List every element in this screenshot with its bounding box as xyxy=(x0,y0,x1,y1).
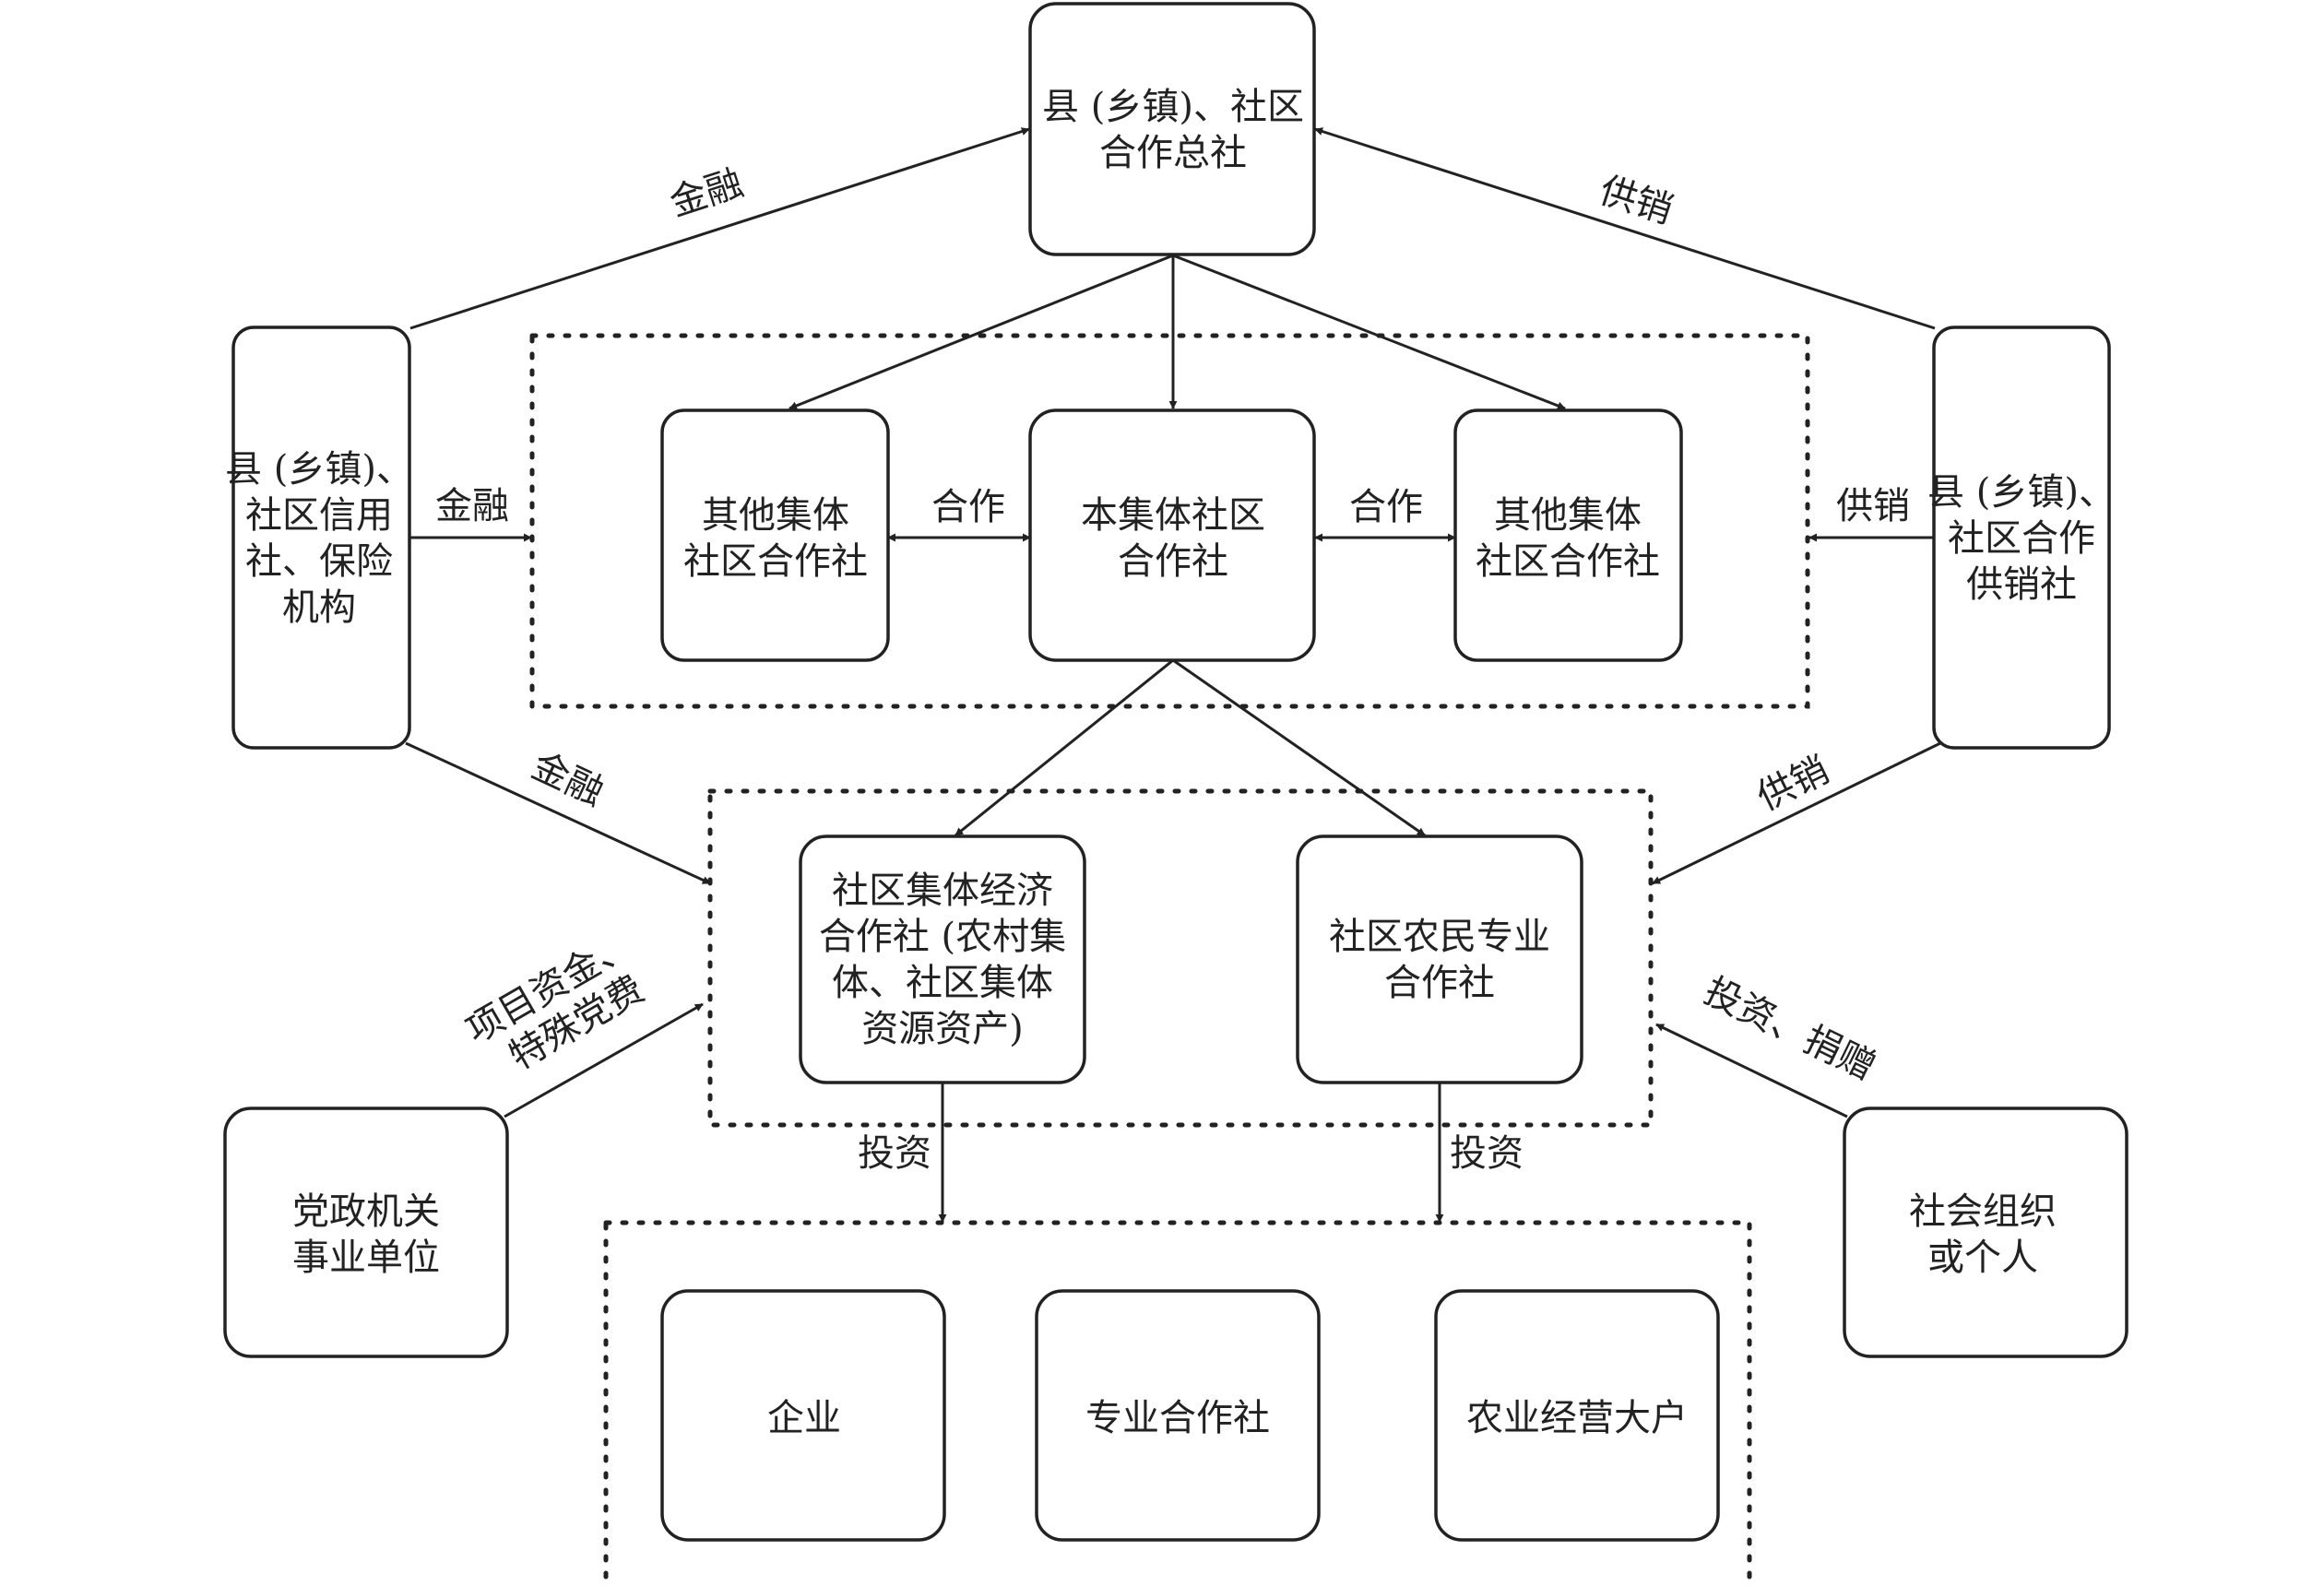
label-cooperation-left: 合作 xyxy=(931,486,1005,528)
node-credit-coop: 县 (乡镇)、社区信用社、保险机构 xyxy=(225,325,413,750)
edge-general-to-other-right xyxy=(1172,254,1566,410)
edge-party-to-middle-group xyxy=(504,1002,704,1118)
label-invest-left: 投资 xyxy=(858,1132,931,1175)
node-credit-coop-line-4: 机构 xyxy=(282,586,356,629)
node-other-coop-right-label: 其他集体社区合作社 xyxy=(1476,494,1660,583)
node-farmer-coop-line-1: 社区农民专业 xyxy=(1329,916,1550,958)
node-other-coop-right-line-2: 社区合作社 xyxy=(1476,540,1660,583)
node-supply-coop-label: 县 (乡镇)、社区合作供销社 xyxy=(1927,471,2116,606)
node-farmer-coop-label: 社区农民专业合作社 xyxy=(1329,916,1550,1004)
node-other-coop-left-line-1: 其他集体 xyxy=(702,494,849,537)
node-collective-econ-coop-line-4: 资源资产) xyxy=(861,1008,1024,1050)
node-general-coop-label: 县 (乡镇)、社区合作总社 xyxy=(1042,86,1304,174)
top-cooperative-group xyxy=(529,333,1810,709)
edge-general-to-other-left xyxy=(788,254,1174,410)
node-farmer-coop: 社区农民专业合作社 xyxy=(1296,834,1583,1084)
node-professional-coop-label: 专业合作社 xyxy=(1085,1397,1270,1439)
node-general-coop: 县 (乡镇)、社区合作总社 xyxy=(1028,2,1316,256)
node-general-coop-line-2: 合作总社 xyxy=(1099,132,1247,174)
node-collective-econ-coop-label: 社区集体经济合作社 (农村集体、社区集体资源资产) xyxy=(819,870,1066,1050)
node-social-org-label: 社会组织或个人 xyxy=(1909,1190,2057,1279)
node-social-org-line-2: 或个人 xyxy=(1927,1237,2038,1279)
node-enterprise: 企业 xyxy=(660,1289,946,1542)
middle-cooperative-group xyxy=(707,788,1654,1128)
node-enterprise-label: 企业 xyxy=(767,1397,841,1439)
label-finance-mid: 金融 xyxy=(435,485,509,527)
nodes: 县 (乡镇)、社区合作总社 县 (乡镇)、社区信用社、保险机构 县 (乡镇)、社… xyxy=(223,2,2128,1542)
node-supply-coop: 县 (乡镇)、社区合作供销社 xyxy=(1927,325,2116,750)
node-party-gov: 党政机关事业单位 xyxy=(223,1107,509,1358)
node-other-coop-left-line-2: 社区合作社 xyxy=(683,540,868,583)
node-collective-econ-coop: 社区集体经济合作社 (农村集体、社区集体资源资产) xyxy=(799,834,1086,1084)
node-party-gov-label: 党政机关事业单位 xyxy=(292,1190,440,1279)
node-credit-coop-line-3: 社、保险 xyxy=(245,540,393,583)
node-other-coop-left-label: 其他集体社区合作社 xyxy=(683,494,868,583)
label-supply-low: 供销 xyxy=(1750,749,1835,819)
label-project-funds: 项目资金、 特殊党费 xyxy=(459,917,672,1091)
node-other-coop-left: 其他集体社区合作社 xyxy=(660,408,890,662)
node-credit-coop-line-2: 社区信用 xyxy=(245,494,393,537)
node-supply-coop-line-1: 县 (乡镇)、 xyxy=(1927,471,2116,514)
edge-this-to-collective xyxy=(954,658,1174,837)
node-large-farmer: 农业经营大户 xyxy=(1434,1289,1720,1542)
node-professional-coop-line-1: 专业合作社 xyxy=(1085,1397,1270,1439)
node-general-coop-line-1: 县 (乡镇)、社区 xyxy=(1042,86,1304,128)
edge-supply-to-general xyxy=(1314,127,1936,330)
node-other-coop-right: 其他集体社区合作社 xyxy=(1453,408,1683,662)
node-this-coop-line-2: 合作社 xyxy=(1118,540,1228,583)
node-collective-econ-coop-line-2: 合作社 (农村集 xyxy=(819,916,1066,958)
node-party-gov-line-1: 党政机关 xyxy=(292,1190,440,1233)
node-social-org-line-1: 社会组织 xyxy=(1909,1190,2057,1233)
edges xyxy=(405,127,1941,1223)
node-large-farmer-label: 农业经营大户 xyxy=(1466,1397,1688,1439)
label-supply-mid: 供销 xyxy=(1836,485,1910,527)
node-professional-coop: 专业合作社 xyxy=(1035,1289,1321,1542)
edge-this-to-farmer xyxy=(1172,658,1426,837)
label-cooperation-right: 合作 xyxy=(1349,486,1423,528)
edge-social-to-middle-group xyxy=(1655,1023,1848,1118)
label-finance-top: 金融 xyxy=(665,161,748,224)
node-other-coop-right-line-1: 其他集体 xyxy=(1494,494,1642,537)
node-large-farmer-line-1: 农业经营大户 xyxy=(1466,1397,1688,1439)
node-collective-econ-coop-line-3: 体、社区集体 xyxy=(832,962,1053,1004)
node-collective-econ-coop-line-1: 社区集体经济 xyxy=(832,870,1053,912)
node-farmer-coop-line-2: 合作社 xyxy=(1384,962,1495,1004)
label-invest-donate: 投资、捐赠 xyxy=(1698,970,1882,1089)
node-credit-coop-label: 县 (乡镇)、社区信用社、保险机构 xyxy=(225,448,413,629)
node-this-coop: 本集体社区合作社 xyxy=(1028,408,1316,662)
edge-credit-to-general xyxy=(409,127,1030,330)
node-supply-coop-line-2: 社区合作 xyxy=(1948,517,2095,560)
node-party-gov-line-2: 事业单位 xyxy=(292,1237,440,1279)
node-social-org: 社会组织或个人 xyxy=(1843,1107,2128,1358)
node-this-coop-line-1: 本集体社区 xyxy=(1081,494,1265,537)
node-this-coop-label: 本集体社区合作社 xyxy=(1081,494,1265,583)
node-supply-coop-line-3: 供销社 xyxy=(1966,563,2077,606)
label-invest-right: 投资 xyxy=(1450,1132,1524,1175)
node-credit-coop-line-1: 县 (乡镇)、 xyxy=(225,448,413,491)
edge-supply-to-middle-group xyxy=(1652,741,1941,885)
edge-credit-to-middle-group xyxy=(405,741,711,885)
node-enterprise-line-1: 企业 xyxy=(767,1397,841,1439)
investment-target-group xyxy=(603,1220,1752,1586)
